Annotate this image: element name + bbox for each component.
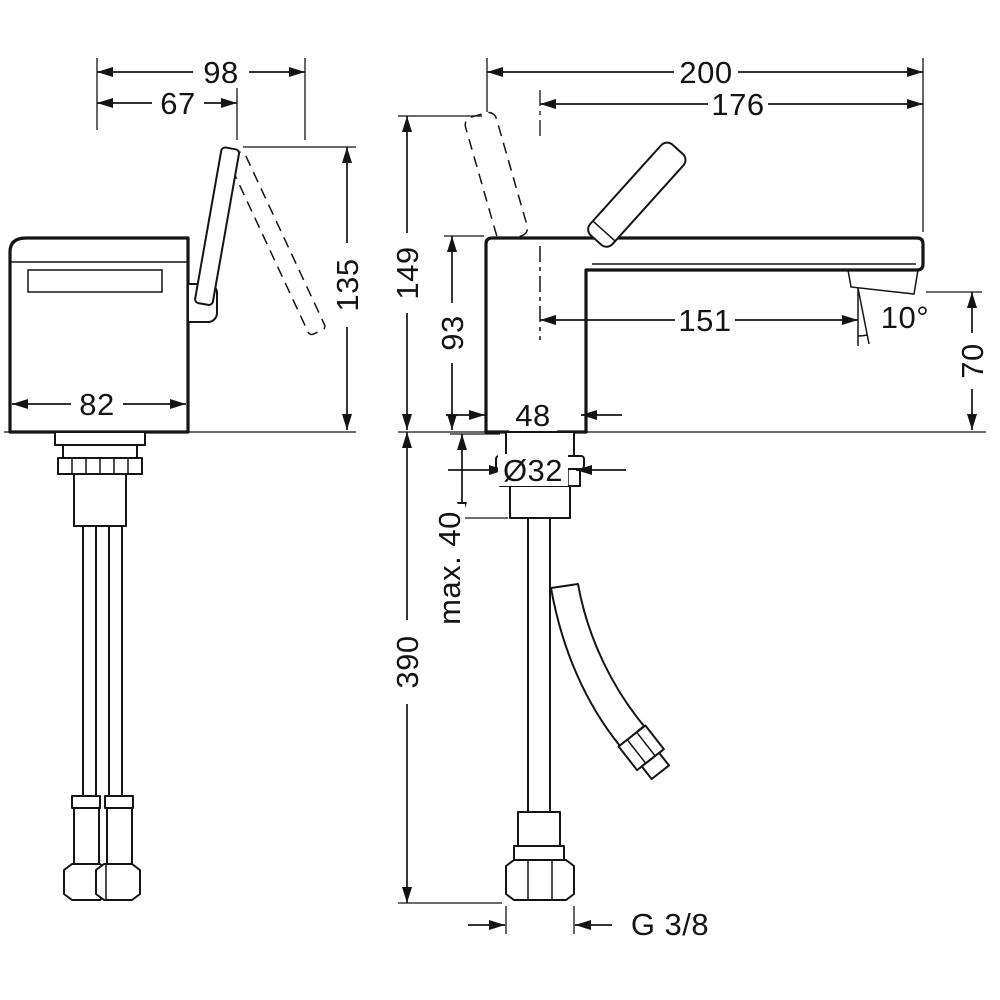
dim-g38-label: G 3/8 (631, 907, 709, 942)
dim-angle-10: 10° (857, 287, 929, 346)
flexible-hose (550, 583, 645, 747)
dim-200-label: 200 (679, 55, 732, 90)
dim-82-label: 82 (79, 387, 114, 422)
dim-dia32-label: Ø32 (503, 453, 563, 488)
dim-g38: G 3/8 (468, 906, 720, 942)
supply-tube-left (82, 525, 97, 797)
dim-48: 48 (446, 398, 622, 433)
braided-hose-right (106, 807, 133, 865)
front-view (398, 111, 986, 901)
threaded-rod (509, 485, 571, 519)
dim-149-label: 149 (390, 246, 425, 299)
handle-solid-side (194, 146, 241, 306)
dim-151: 151 (540, 303, 858, 338)
mounting-hardware-side (54, 431, 146, 901)
hose-nut-right (95, 863, 141, 901)
dim-dia32: Ø32 (448, 453, 626, 488)
dim-93: 93 (435, 235, 484, 430)
dim-151-label: 151 (678, 303, 731, 338)
dim-135-label: 135 (330, 258, 365, 311)
dim-176: 176 (539, 87, 923, 136)
dim-70-label: 70 (955, 343, 990, 378)
aerator-hatch-front (847, 269, 919, 295)
hose-fitting (617, 724, 670, 781)
dim-200: 200 (486, 55, 924, 232)
dim-max40: max. 40 (432, 433, 508, 632)
mounting-hardware-front (495, 431, 670, 901)
dim-67: 67 (97, 86, 238, 140)
dim-135: 135 (243, 146, 365, 430)
side-view (4, 146, 356, 901)
braided-band (517, 811, 561, 847)
aerator-hatch-side (27, 269, 163, 293)
dim-390-label: 390 (390, 635, 425, 688)
body-outline-side (8, 236, 190, 434)
dim-max40-label: max. 40 (432, 511, 467, 625)
dim-67-label: 67 (160, 86, 195, 121)
supply-pipe (527, 517, 551, 813)
supply-tube-right (108, 525, 123, 797)
dim-149: 149 (390, 115, 482, 430)
handle-solid-front (587, 141, 687, 248)
dim-98-label: 98 (203, 55, 238, 90)
dim-48-label: 48 (515, 398, 550, 433)
dim-82: 82 (12, 387, 186, 422)
braided-hose-left (73, 807, 100, 865)
dim-angle-label: 10° (881, 300, 929, 335)
dim-93-label: 93 (435, 315, 470, 350)
handle-dashed-front (464, 111, 529, 242)
dim-176-label: 176 (711, 87, 764, 122)
bottom-hex-nut (505, 859, 575, 901)
dimensions: 98 67 135 82 200 (12, 55, 990, 942)
dim-70: 70 (926, 291, 990, 430)
dim-390: 390 (390, 432, 502, 904)
dim-98: 98 (96, 55, 306, 140)
handle-dashed-side (227, 151, 326, 336)
